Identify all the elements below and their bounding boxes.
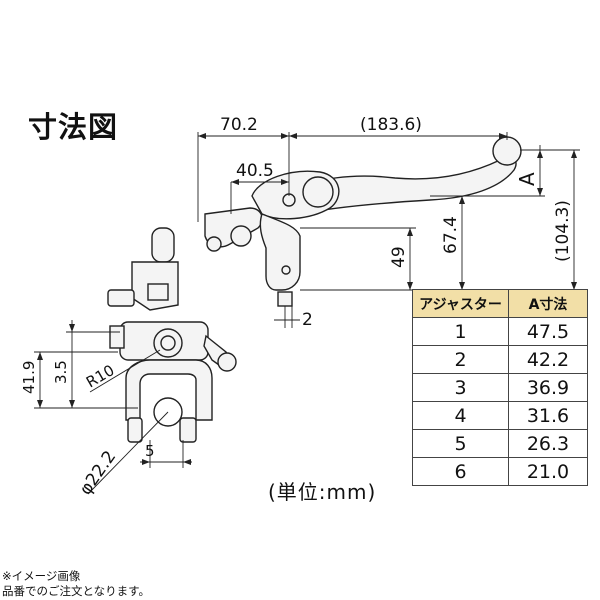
a-dimension-value: 26.3 [508, 429, 588, 458]
table-row: 6 21.0 [412, 457, 588, 486]
a-dimension-value: 47.5 [508, 317, 588, 346]
table-header-row: アジャスター A寸法 [412, 289, 588, 318]
table-row: 1 47.5 [412, 317, 588, 346]
notes: ※イメージ画像 品番でのご注文となります。 [2, 569, 150, 599]
dim-R10: R10 [83, 361, 118, 391]
adjuster-number: 2 [412, 345, 509, 374]
adjuster-table: アジャスター A寸法 1 47.5 2 42.2 3 36.9 4 31.6 5 [412, 289, 588, 486]
table-row: 5 26.3 [412, 429, 588, 458]
perch-part [107, 227, 237, 443]
dim-104-3: (104.3) [553, 200, 573, 262]
dim-70-2: 70.2 [220, 115, 258, 135]
adjuster-number: 3 [412, 373, 509, 402]
a-dimension-value: 21.0 [508, 457, 588, 486]
header-adjuster: アジャスター [412, 289, 509, 318]
dimension-arrows [37, 133, 577, 465]
dim-183-6: (183.6) [360, 115, 422, 135]
header-a-dimension: A寸法 [508, 289, 588, 318]
dim-41-9: 41.9 [20, 361, 38, 394]
table-row: 3 36.9 [412, 373, 588, 402]
adjuster-number: 1 [412, 317, 509, 346]
dim-22-2: φ22.2 [76, 447, 121, 499]
dim-40-5: 40.5 [236, 161, 274, 181]
lever-part [204, 136, 522, 307]
dim-49: 49 [389, 246, 409, 268]
dim-2: 2 [302, 310, 313, 330]
page-title: 寸法図 [28, 110, 119, 144]
note-image: ※イメージ画像 [2, 569, 81, 583]
adjuster-number: 4 [412, 401, 509, 430]
a-dimension-value: 42.2 [508, 345, 588, 374]
adjuster-table-wrap: アジャスター A寸法 1 47.5 2 42.2 3 36.9 4 31.6 5 [412, 289, 588, 486]
note-order: 品番でのご注文となります。 [2, 584, 151, 598]
a-dimension-value: 31.6 [508, 401, 588, 430]
a-dimension-value: 36.9 [508, 373, 588, 402]
unit-label: (単位:mm) [268, 480, 377, 504]
dim-5: 5 [145, 442, 155, 460]
dim-67-4: 67.4 [441, 216, 461, 254]
table-row: 4 31.6 [412, 401, 588, 430]
adjuster-number: 5 [412, 429, 509, 458]
dim-A: A [515, 172, 539, 186]
table-row: 2 42.2 [412, 345, 588, 374]
dim-3-5: 3.5 [52, 360, 70, 384]
adjuster-number: 6 [412, 457, 509, 486]
